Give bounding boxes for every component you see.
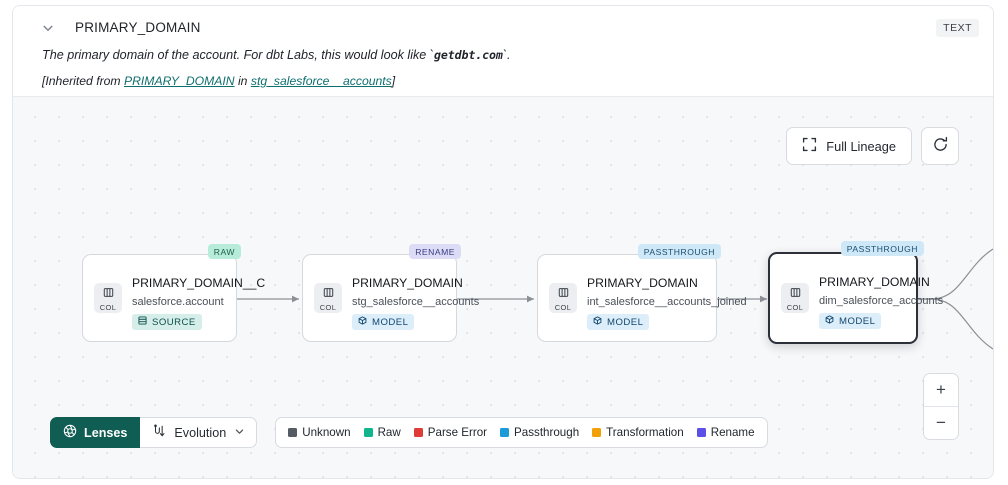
legend-item-unknown: Unknown — [288, 426, 351, 439]
refresh-icon — [932, 136, 949, 156]
source-table-icon — [138, 316, 147, 328]
node-subtitle: salesforce.account — [132, 296, 224, 308]
legend-item-transformation: Transformation — [592, 426, 684, 439]
legend-item-rename: Rename — [696, 426, 755, 439]
model-cube-icon — [593, 316, 602, 328]
legend-item-passthrough: Passthrough — [500, 426, 579, 439]
node-subtitle: stg_salesforce__accounts — [352, 296, 480, 308]
zoom-controls: + − — [923, 373, 959, 440]
node-title: PRIMARY_DOMAIN — [352, 276, 463, 290]
model-cube-icon — [358, 316, 367, 328]
full-lineage-button[interactable]: Full Lineage — [786, 127, 912, 165]
canvas-toolbar: Full Lineage — [786, 127, 959, 165]
type-badge: TEXT — [936, 19, 979, 37]
full-lineage-label: Full Lineage — [826, 138, 896, 154]
refresh-button[interactable] — [921, 127, 959, 165]
evolution-label: Evolution — [174, 425, 227, 440]
columns-icon — [103, 285, 114, 303]
column-chip: COL — [781, 283, 809, 313]
expand-icon — [802, 137, 817, 155]
legend-label: Unknown — [302, 426, 351, 439]
node-tag: PASSTHROUGH — [637, 244, 721, 259]
node-tag: RENAME — [409, 244, 461, 259]
page-title: PRIMARY_DOMAIN — [75, 20, 201, 35]
chevron-down-icon — [234, 426, 245, 440]
columns-icon — [558, 285, 569, 303]
node-title: PRIMARY_DOMAIN__C — [132, 276, 266, 290]
lens-aperture-icon — [63, 424, 77, 441]
inherited-prefix: [Inherited from — [42, 74, 124, 88]
chevron-down-icon[interactable] — [41, 21, 55, 35]
column-chip: COL — [549, 283, 577, 313]
inherited-model-link[interactable]: stg_salesforce__accounts — [250, 74, 392, 88]
evolution-dropdown[interactable]: Evolution — [140, 417, 258, 448]
node-tag: PASSTHROUGH — [840, 241, 924, 256]
description-code: getdbt.com — [434, 48, 503, 62]
inherited-column-link[interactable]: PRIMARY_DOMAIN — [123, 74, 235, 88]
legend-swatch — [288, 428, 298, 437]
zoom-out-button[interactable]: − — [924, 407, 958, 439]
legend-swatch — [500, 428, 510, 437]
lineage-node[interactable]: RENAME COL PRIMARY_DOMAIN stg_salesforce… — [302, 244, 479, 342]
column-chip-label: COL — [554, 302, 572, 312]
legend-label: Passthrough — [514, 426, 580, 439]
model-cube-icon — [825, 315, 834, 327]
column-chip-label: COL — [99, 302, 117, 312]
node-title: PRIMARY_DOMAIN — [587, 276, 698, 290]
zoom-in-button[interactable]: + — [924, 374, 958, 407]
columns-icon — [323, 285, 334, 303]
node-kind-label: MODEL — [839, 315, 876, 327]
description-suffix: `. — [502, 48, 511, 62]
node-subtitle: int_salesforce__accounts_joined — [587, 296, 747, 308]
lineage-canvas[interactable]: Full Lineage RAW COL PRIMARY_DOMA — [13, 96, 993, 478]
inherited-from-note: [Inherited from PRIMARY_DOMAIN in stg_sa… — [42, 74, 395, 88]
column-description: The primary domain of the account. For d… — [42, 48, 511, 62]
lenses-button[interactable]: Lenses — [50, 417, 141, 448]
card-header: PRIMARY_DOMAIN TEXT The primary domain o… — [13, 6, 993, 90]
inherited-suffix: ] — [391, 74, 396, 88]
legend-label: Rename — [710, 426, 755, 439]
canvas-bottom-bar: Lenses Evolution Unknown — [50, 417, 768, 448]
evolution-branch-icon — [152, 424, 166, 441]
legend-swatch — [592, 428, 602, 437]
lineage-node[interactable]: RAW COL PRIMARY_DOMAIN__C salesforce.acc… — [82, 244, 265, 342]
lenses-group: Lenses Evolution — [50, 417, 258, 448]
column-chip: COL — [94, 283, 122, 313]
node-kind-label: MODEL — [607, 316, 644, 328]
node-kind-badge: SOURCE — [132, 314, 202, 330]
legend-label: Transformation — [606, 426, 684, 439]
lineage-node[interactable]: PASSTHROUGH COL PRIMARY_DOMAIN int_sales… — [537, 244, 747, 342]
node-kind-label: SOURCE — [152, 316, 196, 328]
column-chip-label: COL — [786, 302, 804, 312]
node-tag: RAW — [207, 244, 241, 259]
node-kind-label: MODEL — [372, 316, 409, 328]
node-subtitle: dim_salesforce_accounts — [819, 295, 944, 307]
legend-item-raw: Raw — [363, 426, 401, 439]
legend-swatch — [413, 428, 423, 437]
legend-label: Raw — [377, 426, 401, 439]
column-chip: COL — [314, 283, 342, 313]
node-kind-badge: MODEL — [819, 313, 882, 329]
node-kind-badge: MODEL — [587, 314, 650, 330]
legend-item-parse-error: Parse Error — [413, 426, 488, 439]
inherited-middle: in — [234, 74, 251, 88]
lineage-legend: Unknown Raw Parse Error Passthrough Tran… — [275, 417, 768, 448]
legend-label: Parse Error — [427, 426, 488, 439]
legend-swatch — [696, 428, 706, 437]
column-lineage-card: PRIMARY_DOMAIN TEXT The primary domain o… — [12, 5, 994, 479]
column-chip-label: COL — [319, 302, 337, 312]
lenses-label: Lenses — [84, 425, 128, 440]
columns-icon — [790, 285, 801, 303]
legend-swatch — [363, 428, 373, 437]
node-title: PRIMARY_DOMAIN — [819, 275, 930, 289]
lineage-node-selected[interactable]: PASSTHROUGH COL PRIMARY_DOMAIN dim_sales… — [768, 241, 943, 344]
description-prefix: The primary domain of the account. For d… — [42, 48, 434, 62]
node-kind-badge: MODEL — [352, 314, 415, 330]
